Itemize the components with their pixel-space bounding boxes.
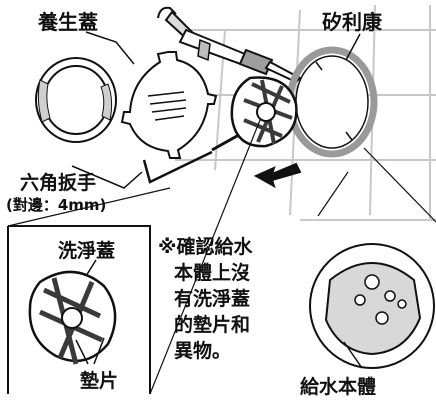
remove-direction-arrow <box>253 162 302 189</box>
label-hex-wrench-size: (對邊：4mm) <box>6 196 107 214</box>
curing-cover-disc <box>120 51 218 159</box>
note-line-5: 異物。 <box>174 340 232 362</box>
label-curing-cover: 養生蓋 <box>38 10 98 34</box>
label-wash-cover: 洗淨蓋 <box>58 240 116 262</box>
label-gasket: 墊片 <box>80 370 119 392</box>
curing-cover-ring <box>35 57 117 143</box>
caulking-gun <box>157 6 302 84</box>
silicone-ring <box>286 46 378 158</box>
label-water-body: 給水本體 <box>300 376 377 398</box>
label-hex-wrench: 六角扳手 <box>20 172 97 194</box>
water-body-inset <box>309 147 436 369</box>
note-line-1: ※確認給水 <box>158 236 253 258</box>
note-text: ※確認給水 本體上沒 有洗淨蓋 的墊片和 異物。 <box>158 234 252 364</box>
wash-cover-assembly <box>211 76 298 152</box>
hex-wrench <box>142 150 213 184</box>
note-line-3: 有洗淨蓋 <box>174 288 251 310</box>
note-line-2: 本體上沒 <box>174 262 251 284</box>
label-silicone: 矽利康 <box>322 10 382 34</box>
wash-cover-inset <box>7 119 261 395</box>
leader-lines <box>71 31 361 189</box>
note-line-4: 的墊片和 <box>174 314 251 336</box>
